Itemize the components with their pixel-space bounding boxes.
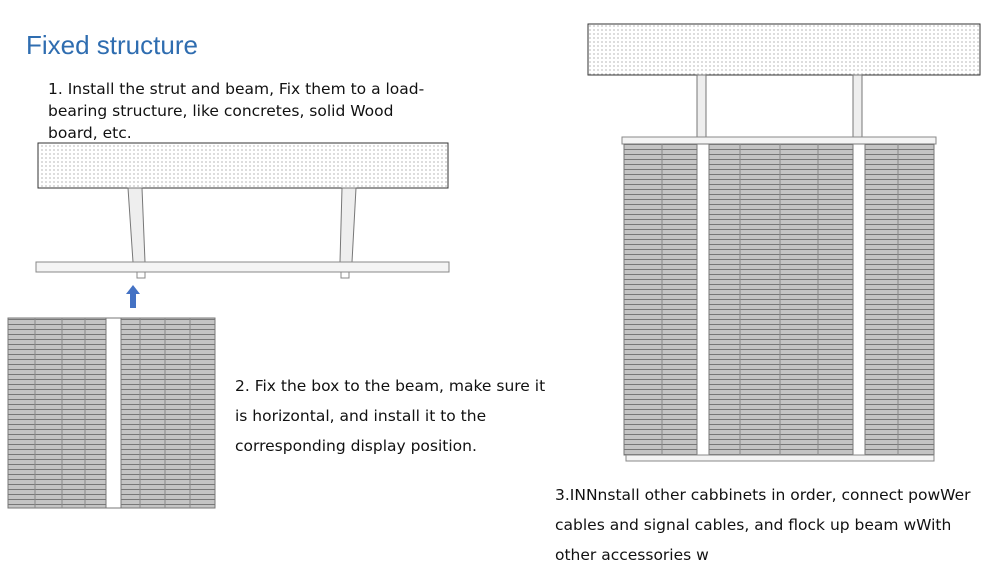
step3-line: other accessories w	[555, 546, 709, 564]
step2-line: is horizontal, and install it to the	[235, 407, 487, 425]
step2-line: 2. Fix the box to the beam, make sure it	[235, 377, 546, 395]
up-arrow-icon	[126, 285, 140, 308]
beam-step1	[35, 261, 450, 279]
concrete-block-step3	[587, 23, 981, 76]
struts-step3	[696, 74, 863, 139]
step3-text: 3.INNnstall other cabbinets in order, co…	[555, 480, 1000, 570]
full-display	[621, 136, 937, 462]
step2-text: 2. Fix the box to the beam, make sure it…	[235, 371, 585, 461]
step2-line: corresponding display position.	[235, 437, 477, 455]
cabinet-step2	[7, 317, 216, 509]
page-title: Fixed structure	[26, 30, 198, 60]
step1-line: bearing structure, like concretes, solid…	[48, 102, 394, 120]
concrete-block-step1	[37, 142, 449, 189]
step1-line: board, etc.	[48, 124, 132, 142]
step3-line: 3.INNnstall other cabbinets in order, co…	[555, 486, 971, 504]
step3-line: cables and signal cables, and flock up b…	[555, 516, 952, 534]
struts-step1	[127, 187, 357, 263]
step1-text: 1. Install the strut and beam, Fix them …	[48, 78, 468, 144]
step1-line: 1. Install the strut and beam, Fix them …	[48, 80, 425, 98]
